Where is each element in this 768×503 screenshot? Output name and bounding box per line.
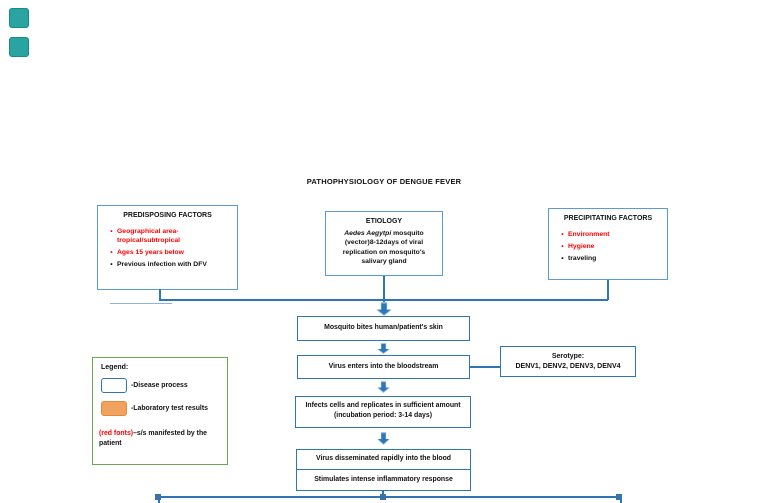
etiology-title: ETIOLOGY [365,218,403,225]
list-item-text: Previous infection with DFV [117,261,207,268]
predisposing-list: •Geographical area-tropical/subtropical … [106,227,233,269]
list-item: • Geographical area-tropical/subtropical [106,227,233,245]
etiology-description: mosquito (vector)8-12days of viral repli… [342,230,426,265]
list-item: • traveling [557,254,663,263]
connector-line [383,276,385,303]
list-item-text: Environment [568,231,610,238]
flow-step-virus-enters: Virus enters into the bloodstream [297,355,470,379]
page-title: PATHOPHYSIOLOGY OF DENGUE FEVER [306,177,462,186]
bottom-wide-box [158,496,622,503]
bullet-icon: • [110,261,113,268]
list-item: • Environment [557,230,663,239]
connector-line [470,366,501,368]
precipitating-list: • Environment • Hygiene • traveling [557,230,663,263]
bullet-icon: • [561,255,564,262]
predisposing-title: PREDISPOSING FACTORS [123,212,212,219]
bullet-icon: • [110,228,113,235]
flow-step-inflammatory-response: Stimulates intense inflammatory response [296,469,471,491]
list-item: • Previous infection with DFV [106,260,233,269]
connector-line [159,299,608,301]
shape-handle [380,494,386,500]
legend-note: (red fonts)–s/s manifested by the patien… [99,429,223,449]
teal-square-icon [9,37,29,57]
down-arrow-icon [377,343,390,354]
connector-line [110,303,172,304]
serotype-box: Serotype: DENV1, DENV2, DENV3, DENV4 [500,346,636,377]
legend-box: Legend: -Disease process -Laboratory tes… [92,357,228,465]
precipitating-factors-box: PRECIPITATING FACTORS • Environment • Hygi… [548,208,668,280]
flow-step-infects-cells: Infects cells and replicates in sufficie… [295,396,471,428]
laboratory-swatch [101,401,127,416]
teal-square-icon [9,8,29,28]
laboratory-label: -Laboratory test results [131,405,208,412]
flow-step-mosquito-bites: Mosquito bites human/patient's skin [297,316,470,341]
etiology-box: ETIOLOGY Aedes Aegytpi mosquito (vector)… [325,211,443,276]
shape-handle [155,494,161,500]
connector-line [607,280,609,300]
species-name: Aedes Aegytpi [344,230,392,237]
predisposing-factors-box: PREDISPOSING FACTORS • Geographical area-… [97,205,238,290]
red-fonts-label: (red fonts) [99,430,134,437]
legend-title: Legend: [101,364,129,371]
list-item: • Ages 15 years below [106,248,233,257]
disease-process-label: -Disease process [131,382,188,389]
bullet-icon: • [110,249,113,256]
bullet-icon: • [561,243,564,250]
precipitating-title: PRECIPITATING FACTORS [563,215,653,222]
list-item: • Hygiene [557,242,663,251]
down-arrow-icon [377,381,390,393]
list-item-text: Ages 15 years below [117,249,184,256]
down-arrow-icon [376,302,392,316]
serotype-values: DENV1, DENV2, DENV3, DENV4 [515,363,621,370]
list-item-text: Geographical area-tropical/subtropical [117,228,181,244]
list-item-text: Hygiene [568,243,595,250]
connector-line [159,289,161,300]
flow-step-virus-disseminated: Virus disseminated rapidly into the bloo… [296,449,471,470]
red-fonts-note: –s/s manifested by the patient [99,430,207,447]
down-arrow-icon [377,432,390,445]
etiology-body: Aedes Aegytpi mosquito (vector)8-12days … [332,229,436,266]
shape-handle [616,494,622,500]
disease-process-swatch [101,378,127,393]
serotype-label: Serotype: [551,353,585,360]
list-item-text: traveling [568,255,597,262]
bullet-icon: • [561,231,564,238]
